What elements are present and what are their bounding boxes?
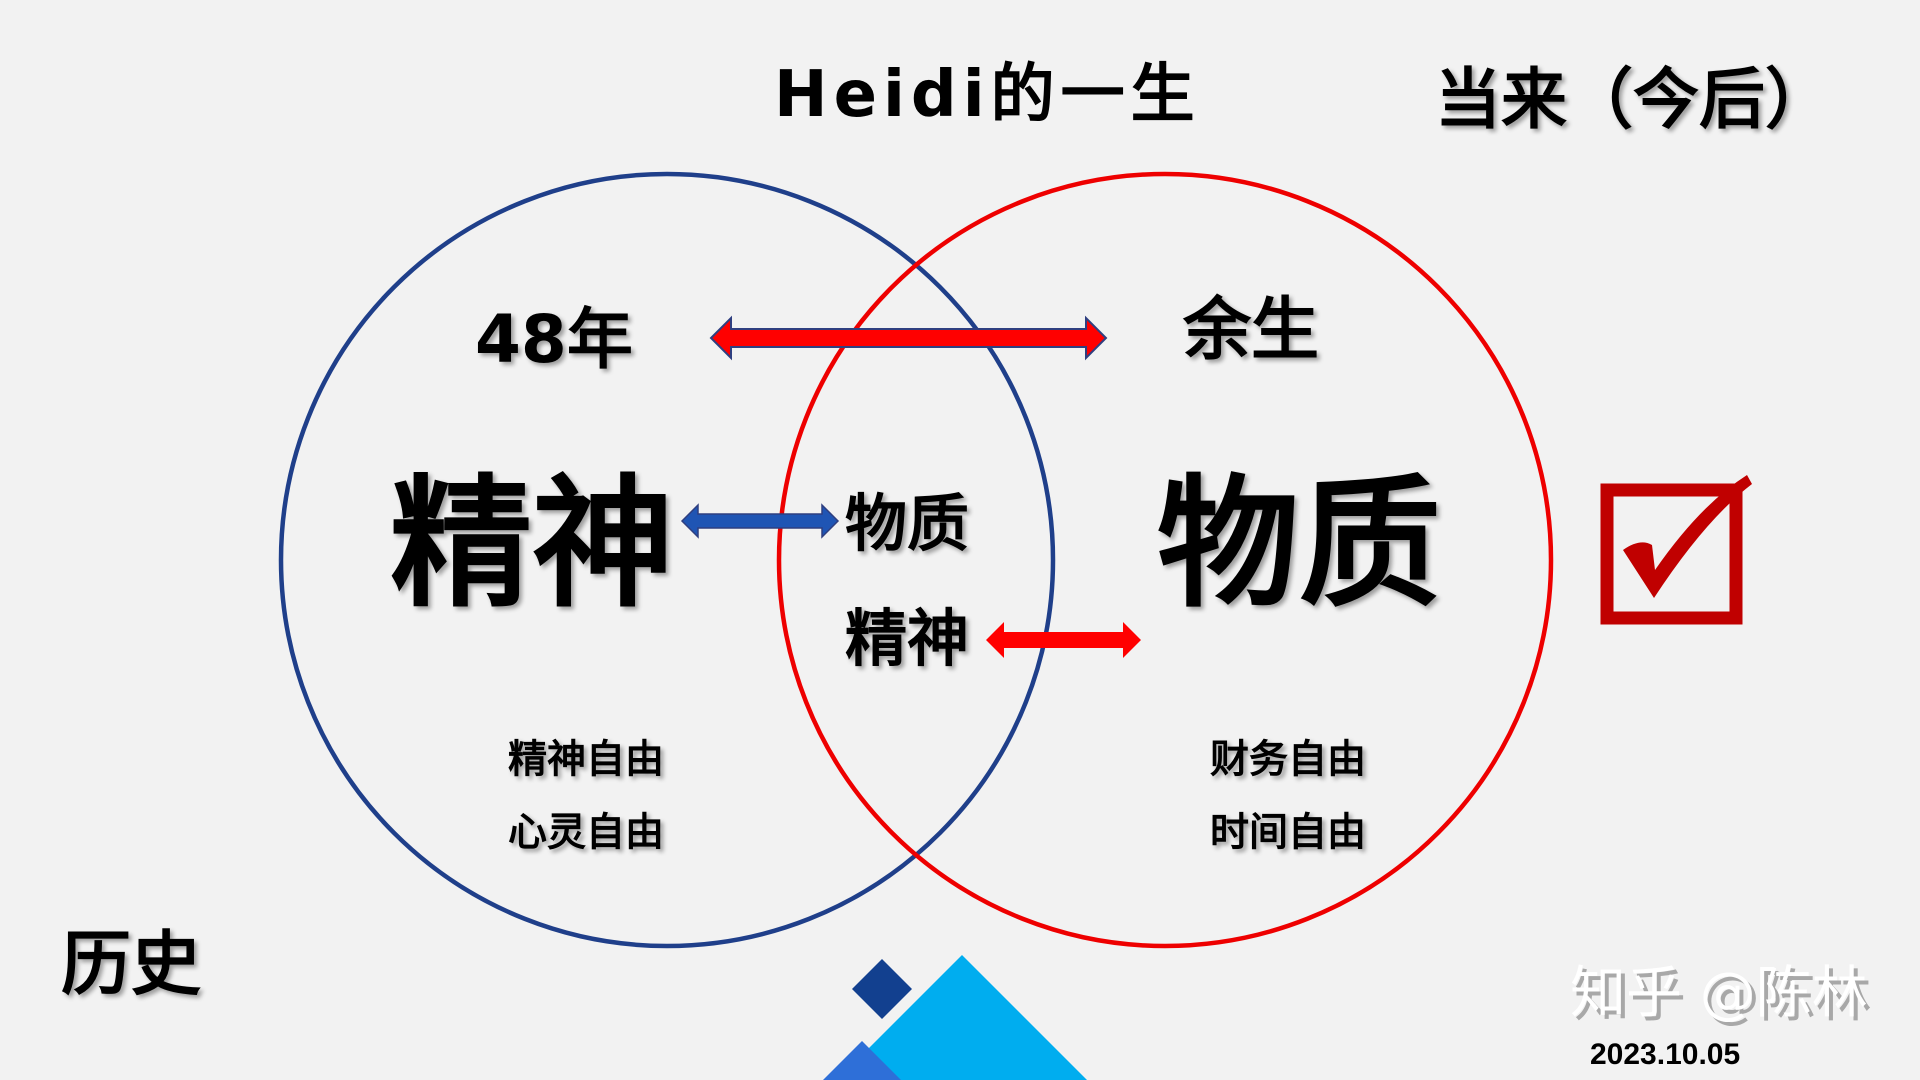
right-years-label: 余生 bbox=[1183, 291, 1320, 370]
left-years-label: 48年 bbox=[475, 301, 633, 378]
double-arrow-icon bbox=[986, 622, 1141, 658]
left-sub-label: 心灵自由 bbox=[508, 810, 665, 856]
page-title: Heidi的一生 bbox=[774, 58, 1201, 132]
right-sub-label: 财务自由 bbox=[1210, 737, 1367, 783]
right-sub-label: 时间自由 bbox=[1210, 810, 1367, 856]
left-main-label: 精神 bbox=[390, 462, 674, 627]
left-circle bbox=[278, 171, 1056, 949]
diamond-decoration bbox=[852, 959, 912, 1019]
blue-triangle-decoration bbox=[823, 1041, 901, 1080]
date-label: 2023.10.05 bbox=[1590, 1038, 1741, 1071]
watermark: 知乎 @陈林 bbox=[1570, 961, 1868, 1026]
double-arrow-icon bbox=[680, 503, 840, 539]
future-label: 当来（今后） bbox=[1435, 61, 1831, 138]
right-circle bbox=[776, 171, 1554, 949]
cyan-triangle-decoration bbox=[837, 955, 1087, 1080]
right-main-label: 物质 bbox=[1157, 462, 1441, 627]
overlap-top-label: 物质 bbox=[845, 487, 970, 560]
overlap-bottom-label: 精神 bbox=[845, 602, 970, 675]
left-sub-label: 精神自由 bbox=[508, 737, 665, 783]
double-arrow-icon bbox=[709, 315, 1108, 361]
history-label: 历史 bbox=[61, 923, 201, 1005]
checkbox-checked-icon bbox=[1600, 475, 1752, 625]
